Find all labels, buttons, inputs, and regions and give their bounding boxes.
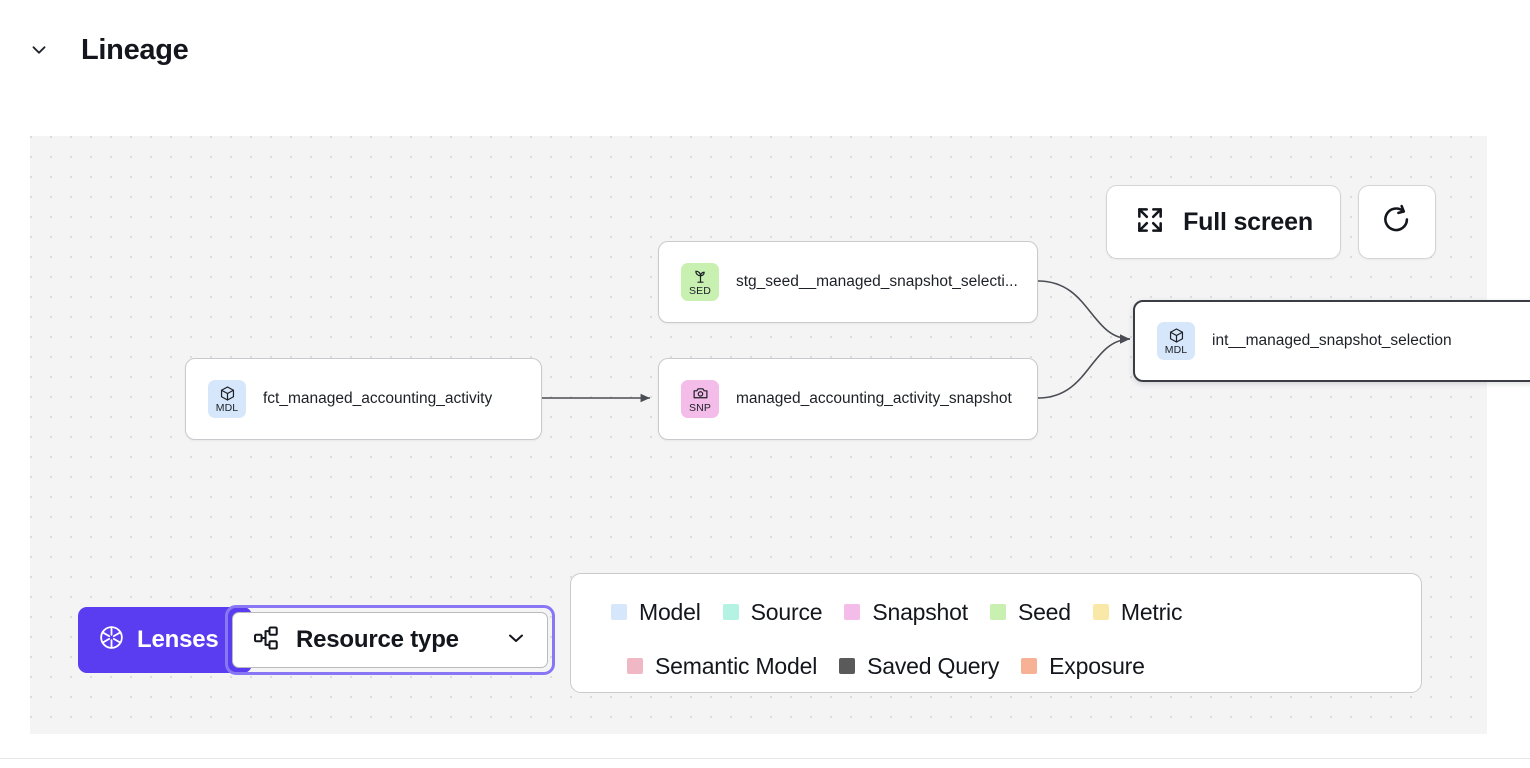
badge-abbreviation: SED xyxy=(689,284,711,297)
expand-arrows-icon xyxy=(1134,204,1166,241)
aperture-icon xyxy=(98,624,125,656)
resource-type-focus-ring: Resource type xyxy=(225,605,555,675)
legend-item-source: Source xyxy=(722,598,823,626)
badge-abbreviation: SNP xyxy=(689,401,711,414)
legend-label-exposure: Exposure xyxy=(1049,652,1145,679)
legend-swatch-seed xyxy=(989,604,1006,620)
page-title: Lineage xyxy=(81,33,189,66)
legend-row-primary: Model Source Snapshot Seed Metric xyxy=(611,592,1421,632)
lineage-section-header: Lineage xyxy=(0,0,1530,100)
fullscreen-label: Full screen xyxy=(1183,207,1313,236)
node-label: stg_seed__managed_snapshot_selecti... xyxy=(736,273,1018,290)
legend-label-source: Source xyxy=(750,598,823,625)
hierarchy-icon xyxy=(252,624,280,657)
legend-item-saved-query: Saved Query xyxy=(839,653,999,680)
legend-label-metric: Metric xyxy=(1120,598,1183,625)
legend-item-exposure: Exposure xyxy=(1021,653,1145,680)
chevron-down-icon[interactable] xyxy=(26,37,52,63)
legend-label-model: Model xyxy=(639,598,701,625)
legend-item-model: Model xyxy=(611,599,701,626)
fullscreen-button[interactable]: Full screen xyxy=(1106,185,1341,259)
lineage-legend: Model Source Snapshot Seed Metric xyxy=(570,573,1422,693)
resource-type-label: Resource type xyxy=(296,626,459,653)
legend-item-seed: Seed xyxy=(989,598,1071,626)
node-label: fct_managed_accounting_activity xyxy=(263,390,493,407)
cube-icon: MDL xyxy=(1157,322,1195,360)
lineage-node-fct-managed-accounting-activity[interactable]: MDL fct_managed_accounting_activity xyxy=(185,358,542,440)
legend-swatch-saved-query xyxy=(839,658,856,674)
lenses-button[interactable]: Lenses xyxy=(78,607,252,673)
seedling-icon: SED xyxy=(681,263,719,301)
refresh-button[interactable] xyxy=(1358,185,1436,259)
lineage-node-managed-accounting-activity-snapshot[interactable]: SNP managed_accounting_activity_snapshot xyxy=(658,358,1038,440)
legend-item-metric: Metric xyxy=(1092,598,1183,626)
legend-label-semantic-model: Semantic Model xyxy=(655,652,818,679)
legend-label-saved-query: Saved Query xyxy=(867,652,1000,679)
node-label: int__managed_snapshot_selection xyxy=(1212,332,1452,349)
camera-icon: SNP xyxy=(681,380,719,418)
legend-item-semantic-model: Semantic Model xyxy=(627,653,817,680)
legend-swatch-semantic-model xyxy=(627,658,643,674)
legend-swatch-source xyxy=(722,604,739,620)
legend-row-secondary: Semantic Model Saved Query Exposure xyxy=(611,646,1421,686)
legend-swatch-exposure xyxy=(1021,658,1038,674)
badge-abbreviation: MDL xyxy=(1164,343,1188,356)
chevron-down-icon xyxy=(504,626,528,655)
cube-icon: MDL xyxy=(208,380,246,418)
legend-swatch-model xyxy=(611,604,627,620)
badge-abbreviation: MDL xyxy=(215,401,239,414)
legend-label-snapshot: Snapshot xyxy=(872,598,968,625)
resource-type-dropdown[interactable]: Resource type xyxy=(232,612,548,668)
refresh-icon xyxy=(1380,203,1414,242)
legend-swatch-metric xyxy=(1092,604,1109,620)
lenses-label: Lenses xyxy=(137,626,219,653)
lineage-node-stg-seed-managed-snapshot-selection[interactable]: SED stg_seed__managed_snapshot_selecti..… xyxy=(658,241,1038,323)
edge-seed-to-int xyxy=(1037,280,1131,344)
lineage-canvas[interactable]: MDL fct_managed_accounting_activity SED … xyxy=(30,136,1530,734)
node-label: managed_accounting_activity_snapshot xyxy=(736,390,1012,407)
edge-snapshot-to-int xyxy=(1037,334,1131,399)
legend-item-snapshot: Snapshot xyxy=(844,599,968,626)
legend-swatch-snapshot xyxy=(844,604,861,620)
legend-label-seed: Seed xyxy=(1017,598,1071,625)
bottom-divider xyxy=(0,758,1530,759)
lineage-node-int-managed-snapshot-selection[interactable]: MDL int__managed_snapshot_selection xyxy=(1133,300,1530,382)
